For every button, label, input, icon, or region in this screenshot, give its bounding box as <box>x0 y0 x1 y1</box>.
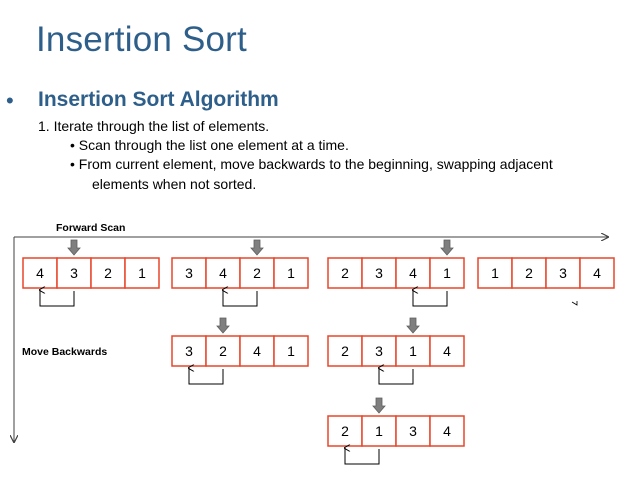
array-cell-value: 3 <box>375 265 383 281</box>
array-cell <box>327 257 363 289</box>
array-cell <box>239 257 275 289</box>
array-cell <box>361 257 397 289</box>
array-cell-value: 2 <box>341 343 349 359</box>
current-element-pointer <box>67 239 81 256</box>
array-b2: 3 2 4 1 <box>171 317 309 385</box>
array-a2: 3 4 2 1 <box>171 239 309 307</box>
current-element-pointer <box>406 317 420 334</box>
array-cell <box>361 415 397 447</box>
array-cell <box>273 335 309 367</box>
array-cell-value: 4 <box>443 423 451 439</box>
array-cell-value: 4 <box>409 265 417 281</box>
bullet-heading: Insertion Sort Algorithm <box>38 88 279 111</box>
array-cell-value: 4 <box>253 343 261 359</box>
array-cell-value: 3 <box>375 343 383 359</box>
array-cell-value: 4 <box>219 265 227 281</box>
array-cell-value: 1 <box>287 343 295 359</box>
array-cell-value: 1 <box>443 265 451 281</box>
move-backwards-label: Move Backwards <box>22 346 108 358</box>
swap-bracket <box>40 290 75 307</box>
array-cell-value: 4 <box>443 343 451 359</box>
array-cell-value: 2 <box>253 265 261 281</box>
bullet-point: • <box>6 88 14 113</box>
current-element-pointer <box>216 317 230 334</box>
array-cell-value: 4 <box>36 265 44 281</box>
current-element-pointer <box>440 239 454 256</box>
array-cell-value: 1 <box>138 265 146 281</box>
array-a3: 2 3 4 1 <box>327 239 465 307</box>
current-element-pointer <box>372 397 386 414</box>
sub-bullet-scan: • Scan through the list one element at a… <box>70 137 349 153</box>
array-a4: 1 2 3 4 <box>477 257 615 306</box>
array-cell-value: 1 <box>409 343 417 359</box>
swap-bracket <box>345 448 380 465</box>
array-c3: 2 1 3 4 <box>327 397 465 465</box>
array-cell <box>429 335 465 367</box>
swap-bracket <box>379 368 414 385</box>
forward-scan-label: Forward Scan <box>56 222 126 234</box>
array-cell <box>545 257 581 289</box>
array-cell <box>579 257 615 289</box>
array-cell-value: 3 <box>185 343 193 359</box>
array-cell <box>205 335 241 367</box>
array-cell-value: 3 <box>185 265 193 281</box>
array-cell <box>327 415 363 447</box>
array-a1: 4 3 2 1 <box>22 239 160 307</box>
sub-bullet-move-backwards: • From current element, move backwards t… <box>70 156 553 172</box>
swap-bracket <box>223 290 258 307</box>
array-cell-value: 1 <box>375 423 383 439</box>
array-cell <box>273 257 309 289</box>
array-cell-value: 2 <box>219 343 227 359</box>
array-cell-value: 2 <box>341 265 349 281</box>
current-element-pointer <box>250 239 264 256</box>
array-cell-value: 1 <box>287 265 295 281</box>
array-cell-value: 2 <box>525 265 533 281</box>
array-cell-value: 3 <box>559 265 567 281</box>
array-cell <box>239 335 275 367</box>
array-cell-value: 4 <box>593 265 601 281</box>
array-cell-value: 3 <box>409 423 417 439</box>
swap-bracket <box>413 290 448 307</box>
array-cell-value: 2 <box>341 423 349 439</box>
array-cell-value: 1 <box>491 265 499 281</box>
array-cell <box>90 257 126 289</box>
sorted-mark <box>571 301 578 306</box>
array-cell <box>429 415 465 447</box>
sub-bullet-move-backwards-cont: elements when not sorted. <box>92 176 257 192</box>
array-cell <box>327 335 363 367</box>
swap-bracket <box>189 368 224 385</box>
array-b3: 2 3 1 4 <box>327 317 465 385</box>
array-cell <box>395 415 431 447</box>
slide-title: Insertion Sort <box>36 20 247 59</box>
array-cell <box>124 257 160 289</box>
array-cell <box>429 257 465 289</box>
array-cell-value: 2 <box>104 265 112 281</box>
array-cell-value: 3 <box>70 265 78 281</box>
step-1-text: 1. Iterate through the list of elements. <box>38 118 270 134</box>
